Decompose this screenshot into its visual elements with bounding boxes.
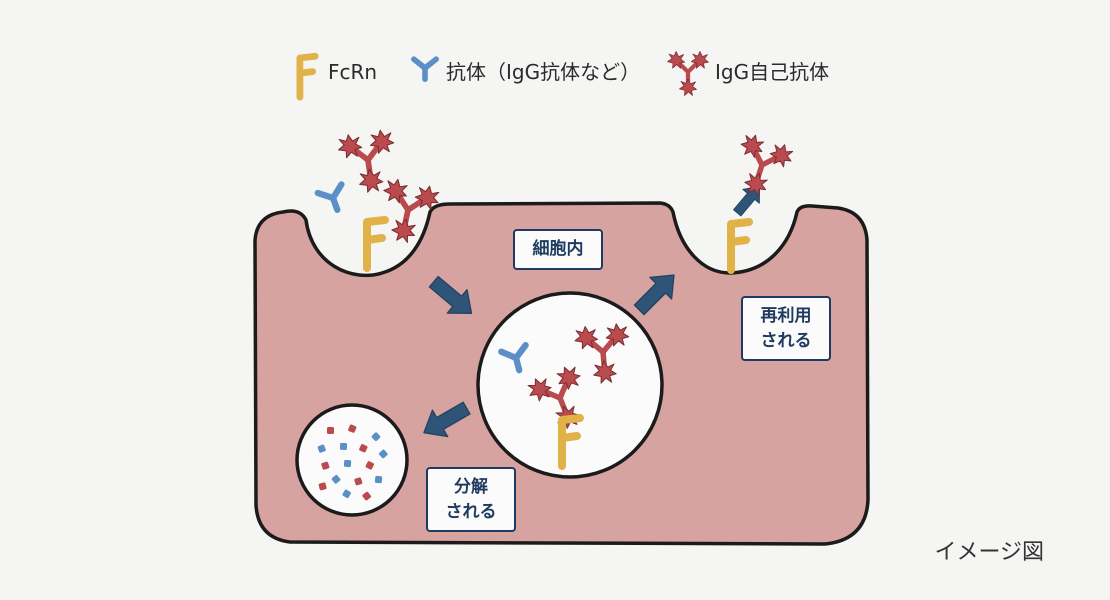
- fragment: [362, 491, 372, 501]
- fragment: [378, 449, 388, 459]
- degraded-text-line1: 分解: [454, 477, 488, 497]
- fragment: [359, 444, 368, 453]
- fragment: [354, 477, 363, 486]
- autoantibody-legend-icon: [668, 52, 709, 96]
- fragment: [317, 444, 326, 453]
- fcrn-icon: [731, 222, 749, 270]
- recycled-label: 再利用 される: [741, 296, 831, 362]
- legend-autoantibody-label: IgG自己抗体: [715, 60, 829, 84]
- antibody-legend-icon: [414, 59, 436, 79]
- degraded-fragments: [317, 424, 388, 501]
- autoantibody-icon: [728, 132, 796, 202]
- fragment: [331, 474, 341, 484]
- legend: FcRn 抗体（IgG抗体など） IgG自己抗体: [300, 52, 829, 98]
- fcrn-legend-icon: [300, 56, 315, 97]
- illustration-note: イメージ図: [934, 540, 1044, 565]
- intracellular-text: 細胞内: [532, 239, 584, 259]
- fragment: [318, 482, 327, 491]
- fragment: [343, 459, 352, 468]
- fragment: [327, 427, 334, 434]
- fcrn-icon: [367, 220, 385, 268]
- recycled-text-line2: される: [760, 330, 812, 351]
- fragment: [321, 461, 330, 470]
- degraded-label: 分解 される: [426, 467, 516, 533]
- recycled-text-line1: 再利用: [760, 306, 812, 326]
- fragment: [348, 424, 357, 433]
- degraded-text-line2: される: [445, 501, 497, 522]
- fragment: [339, 442, 348, 451]
- legend-antibody-label: 抗体（IgG抗体など）: [446, 60, 640, 84]
- antibody-icon: [318, 184, 349, 214]
- fragment: [365, 461, 374, 470]
- fragment: [342, 489, 351, 499]
- fragment: [374, 475, 383, 484]
- legend-fcrn-label: FcRn: [328, 60, 377, 84]
- fragment: [371, 432, 381, 442]
- lysosome: [295, 403, 409, 517]
- intracellular-label: 細胞内: [513, 229, 603, 270]
